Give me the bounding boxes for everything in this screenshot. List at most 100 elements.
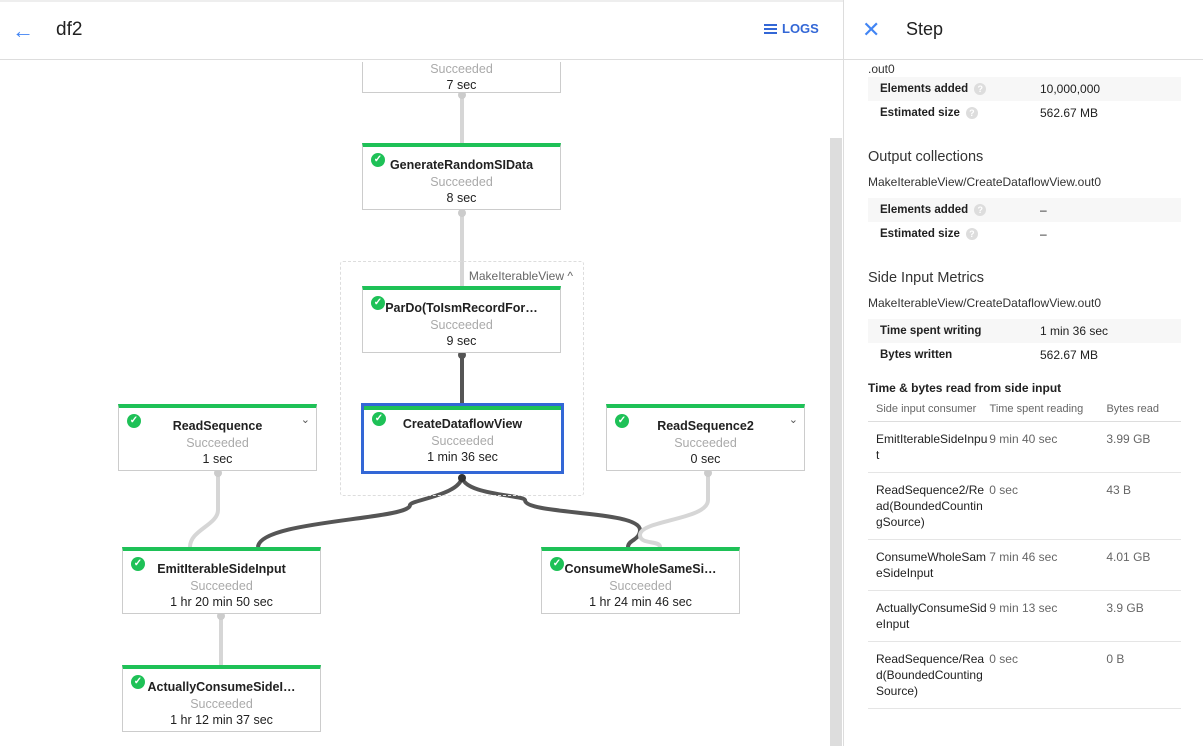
node-name: ConsumeWholeSameSi… <box>564 562 717 576</box>
panel-title: Step <box>906 19 944 39</box>
table-row: ReadSequence2/Read(BoundedCountingSource… <box>868 473 1181 540</box>
step-panel: ✕ Step .out0 Elements added? 10,000,000 E… <box>843 0 1203 746</box>
node-time: 1 hr 20 min 50 sec <box>170 595 273 609</box>
metric-value: 10,000,000 <box>1040 82 1101 96</box>
close-icon[interactable]: ✕ <box>862 17 881 42</box>
help-icon[interactable]: ? <box>974 204 987 216</box>
job-title: df2 <box>56 19 83 40</box>
table-cell: ReadSequence2/Read(BoundedCountingSource… <box>876 483 985 529</box>
group-collapse-toggle[interactable]: MakeIterableView ^ <box>469 269 573 283</box>
node-time: 1 sec <box>202 452 233 466</box>
check-circle-icon: ✓ <box>131 675 145 689</box>
metric-label: Estimated size <box>880 107 960 119</box>
node-time: 1 hr 24 min 46 sec <box>589 595 692 609</box>
metric-row: Elements added?– <box>868 198 1181 222</box>
node-name: CreateDataflowView <box>402 417 523 431</box>
chevron-down-icon[interactable]: ⌄ <box>788 414 798 426</box>
node-status: Succeeded <box>430 62 493 76</box>
node-name: ActuallyConsumeSideI… <box>147 680 296 694</box>
node-time: 9 sec <box>446 334 477 348</box>
table-cell: 7 min 46 sec <box>989 550 1058 564</box>
node-status: Succeeded <box>430 175 493 189</box>
help-icon[interactable]: ? <box>965 228 978 240</box>
graph-node[interactable]: ✓ConsumeWholeSameSi… Succeeded 1 hr 24 min… <box>541 547 740 614</box>
table-cell: 0 B <box>1106 652 1125 666</box>
graph-edges <box>188 91 712 665</box>
table-cell: 4.01 GB <box>1106 550 1151 564</box>
table-cell: 0 sec <box>989 652 1018 666</box>
check-circle-icon: ✓ <box>371 153 385 167</box>
node-time: 1 min 36 sec <box>427 450 498 464</box>
graph-node[interactable]: ✓ParDo(ToIsmRecordFor… Succeeded 9 sec <box>362 286 561 353</box>
check-circle-icon: ✓ <box>371 296 385 310</box>
output-collection-name: MakeIterableView/CreateDataflowView.out0 <box>868 175 1102 189</box>
metric-label: Bytes written <box>880 349 953 361</box>
metric-value: 1 min 36 sec <box>1040 324 1109 338</box>
metric-label: Time spent writing <box>880 325 982 337</box>
step-panel-header: ✕ Step <box>844 2 1203 60</box>
node-time: 1 hr 12 min 37 sec <box>170 713 273 727</box>
metric-label: Elements added <box>880 83 969 95</box>
metric-row: Elements added? 10,000,000 <box>868 77 1181 101</box>
edge <box>188 471 220 548</box>
logs-label: LOGS <box>782 21 819 36</box>
graph-node[interactable]: ✓ActuallyConsumeSideI… Succeeded 1 hr 12 m… <box>122 665 321 732</box>
edge <box>637 471 710 548</box>
table-row: ReadSequence/Read(BoundedCountingSource)… <box>868 642 1181 709</box>
node-status: Succeeded <box>430 318 493 332</box>
arrow-left-icon[interactable]: ← <box>12 18 34 43</box>
metric-row: Estimated size? – <box>868 222 1181 246</box>
node-status: Succeeded <box>186 436 249 450</box>
metric-value: – <box>1040 227 1047 241</box>
top-bar: ← df2 LOGS <box>0 2 843 60</box>
group-make-iterable-view: MakeIterableView ^ <box>340 261 584 496</box>
logs-button[interactable]: LOGS <box>764 21 819 36</box>
group-label: MakeIterableView <box>468 269 565 283</box>
metric-value: – <box>1040 203 1047 217</box>
chevron-up-icon: ^ <box>567 269 573 283</box>
section-title: Time & bytes read from side input <box>868 381 1062 395</box>
edge <box>256 475 464 548</box>
node-name: ReadSequence2 <box>657 419 754 433</box>
metric-label: Estimated size <box>880 228 960 240</box>
column-header: Bytes read <box>1106 403 1160 415</box>
help-icon[interactable]: ? <box>965 107 978 119</box>
table-cell: 43 B <box>1106 483 1132 497</box>
table-cell: 9 min 40 sec <box>989 432 1058 446</box>
node-name: ParDo(ToIsmRecordFor… <box>385 301 538 315</box>
metric-row: Time spent writing 1 min 36 sec <box>868 319 1181 343</box>
node-status: Succeeded <box>190 697 253 711</box>
node-status: Succeeded <box>431 434 494 448</box>
node-status: Succeeded <box>609 579 672 593</box>
list-icon <box>764 23 777 34</box>
node-time: 0 sec <box>690 452 721 466</box>
check-circle-icon: ✓ <box>550 557 564 571</box>
input-collection-name: .out0 <box>868 62 895 76</box>
node-time: 8 sec <box>446 191 477 205</box>
metric-value: 562.67 MB <box>1040 106 1099 120</box>
node-status: Succeeded <box>674 436 737 450</box>
help-icon[interactable]: ? <box>974 83 987 95</box>
section-title: Output collections <box>868 149 984 165</box>
chevron-down-icon[interactable]: ⌄ <box>300 414 310 426</box>
section-title: Side Input Metrics <box>868 270 985 286</box>
check-circle-icon: ✓ <box>372 412 386 426</box>
check-circle-icon: ✓ <box>615 414 629 428</box>
metric-row: Estimated size? 562.67 MB <box>868 101 1181 125</box>
check-circle-icon: ✓ <box>131 557 145 571</box>
scrollbar[interactable] <box>830 138 842 746</box>
node-name: ReadSequence <box>172 419 263 433</box>
table-cell: ConsumeWholeSameSideInput <box>876 550 987 580</box>
node-name: GenerateRandomSIData <box>389 158 534 172</box>
